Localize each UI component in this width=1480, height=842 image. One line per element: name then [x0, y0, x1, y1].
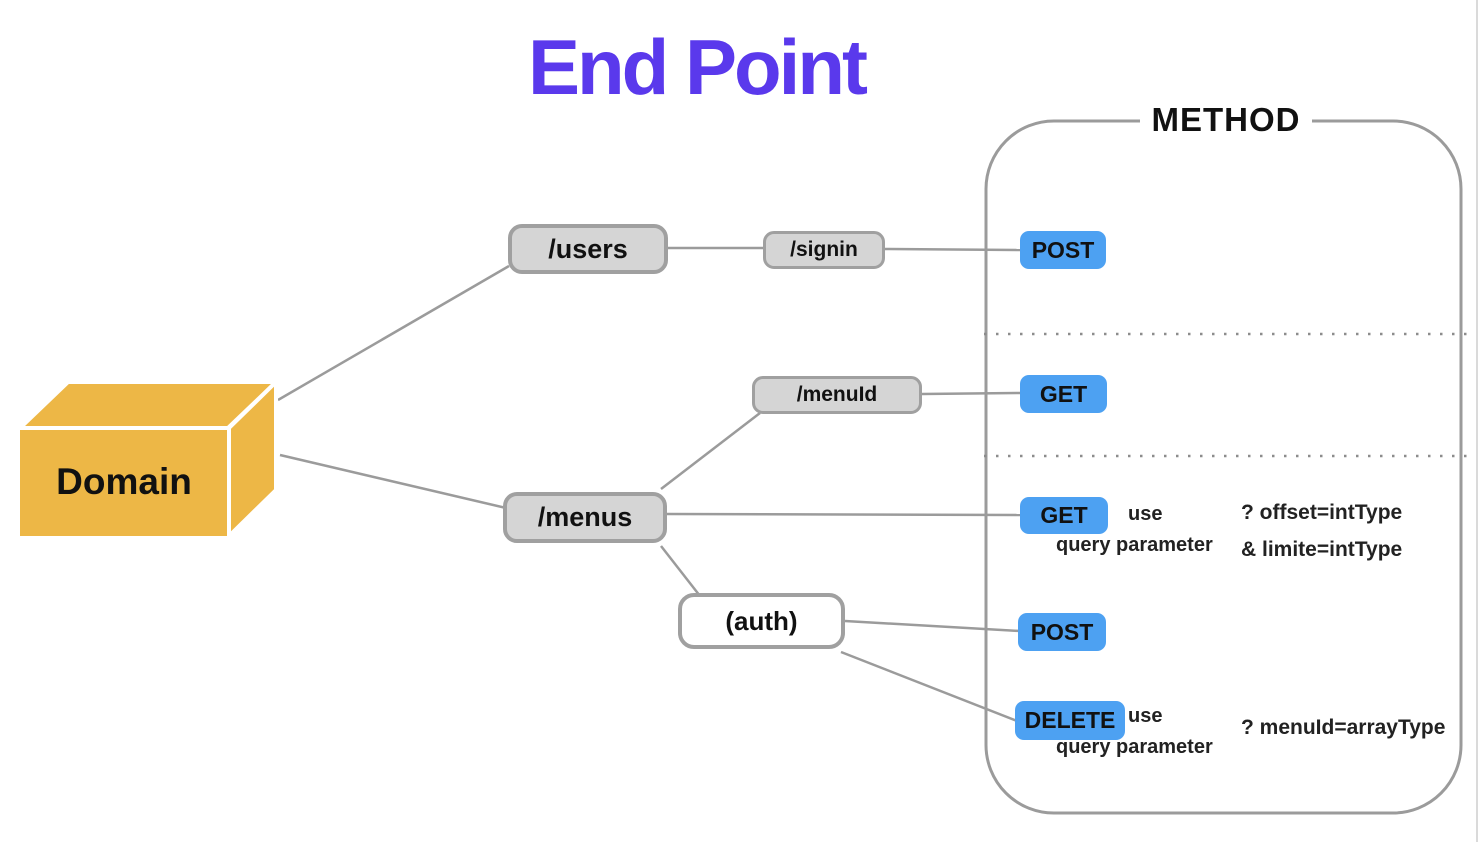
delete-use-label: use	[1128, 705, 1163, 727]
connector-lines	[277, 246, 1023, 723]
method-get-menus: GET	[1020, 497, 1108, 534]
node-signin: /signin	[763, 231, 885, 269]
domain-box-front-face	[20, 428, 228, 536]
method-panel-label: METHOD	[1140, 99, 1312, 141]
node-users: /users	[508, 224, 668, 274]
edge-domain-menus	[279, 453, 507, 510]
get-query-params-text: ? offset=intType & limite=intType	[1241, 494, 1402, 568]
domain-box	[15, 377, 281, 541]
edge-auth-delete	[840, 650, 1018, 723]
node-menuid: /menuId	[752, 376, 922, 414]
edge-domain-users	[277, 264, 510, 402]
node-menus: /menus	[503, 492, 667, 543]
get-query-parameter-label: query parameter	[1056, 534, 1213, 556]
method-delete-menus: DELETE	[1015, 701, 1125, 740]
get-query-params-line1: ? offset=intType	[1241, 501, 1403, 524]
page-title: End Point	[528, 23, 868, 111]
edge-menus-auth	[660, 545, 701, 597]
edge-auth-post	[844, 619, 1021, 633]
method-post-menus: POST	[1018, 613, 1106, 651]
get-query-params-line2: & limite=intType	[1241, 538, 1403, 561]
get-use-label: use	[1128, 503, 1163, 525]
edge-signin-post	[884, 247, 1023, 252]
domain-box-right-face	[227, 377, 278, 541]
node-auth: (auth)	[678, 593, 845, 649]
delete-query-params-text: ? menuId=arrayType	[1241, 716, 1446, 739]
method-get-menuid: GET	[1020, 375, 1107, 413]
method-post-users: POST	[1020, 231, 1106, 269]
edge-menus-get	[666, 512, 1023, 517]
edge-menuid-get	[921, 391, 1023, 396]
domain-label: Domain	[56, 461, 192, 502]
delete-query-parameter-label: query parameter	[1056, 736, 1213, 758]
edge-menus-menuid	[660, 412, 761, 490]
